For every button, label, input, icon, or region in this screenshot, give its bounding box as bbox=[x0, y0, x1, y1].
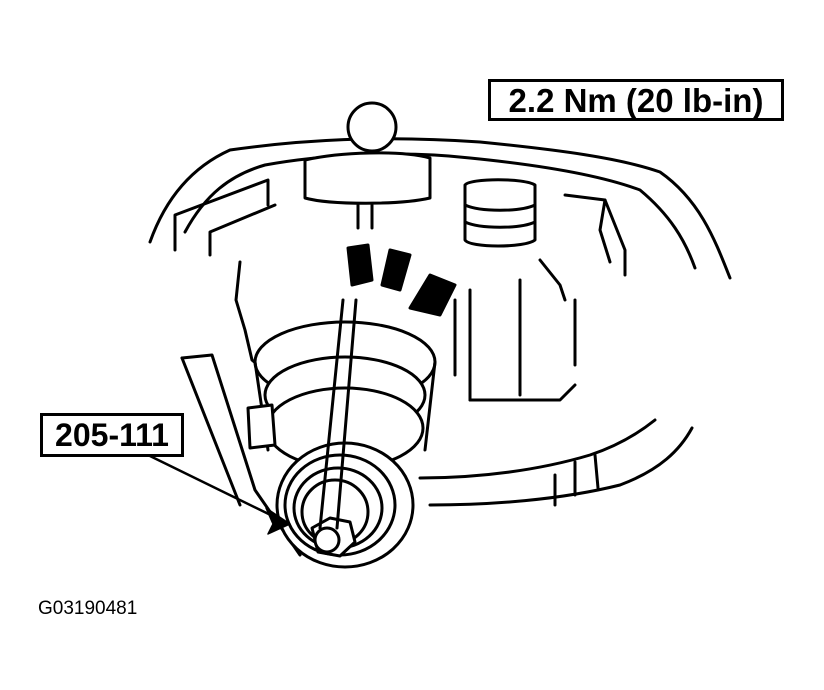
leader-line bbox=[148, 454, 287, 524]
body-lower bbox=[468, 383, 577, 402]
housing-lower-right bbox=[428, 426, 694, 507]
shift-knob bbox=[346, 101, 398, 153]
leader-arrowhead bbox=[265, 507, 291, 535]
tool-shaft bbox=[318, 298, 358, 530]
figure-id: G03190481 bbox=[38, 598, 138, 619]
selector-cap bbox=[303, 151, 432, 205]
body-right-edge bbox=[538, 258, 577, 367]
nut-bore bbox=[313, 526, 341, 554]
tool-number-label: 205-111 bbox=[40, 413, 184, 457]
housing-rib bbox=[553, 453, 600, 507]
cylinder-post bbox=[463, 178, 537, 248]
left-flange bbox=[173, 178, 270, 252]
housing-outline bbox=[148, 137, 732, 280]
housing-lower-right-inner bbox=[418, 418, 657, 480]
selector-stem bbox=[356, 203, 374, 230]
cylinder-band bbox=[463, 203, 537, 229]
housing-inner-curve bbox=[183, 152, 697, 270]
left-wedge-inner bbox=[180, 356, 242, 507]
right-flange-step bbox=[598, 198, 612, 264]
left-bracket bbox=[246, 403, 277, 450]
body-center-line bbox=[453, 278, 522, 402]
left-inner-flange bbox=[208, 203, 277, 257]
right-flange bbox=[563, 193, 627, 277]
detent-tooth-1 bbox=[346, 243, 374, 287]
torque-spec-label: 2.2 Nm (20 lb-in) bbox=[488, 79, 784, 121]
detent-tooth-2 bbox=[380, 248, 412, 292]
detent-tooth-3 bbox=[408, 273, 457, 317]
